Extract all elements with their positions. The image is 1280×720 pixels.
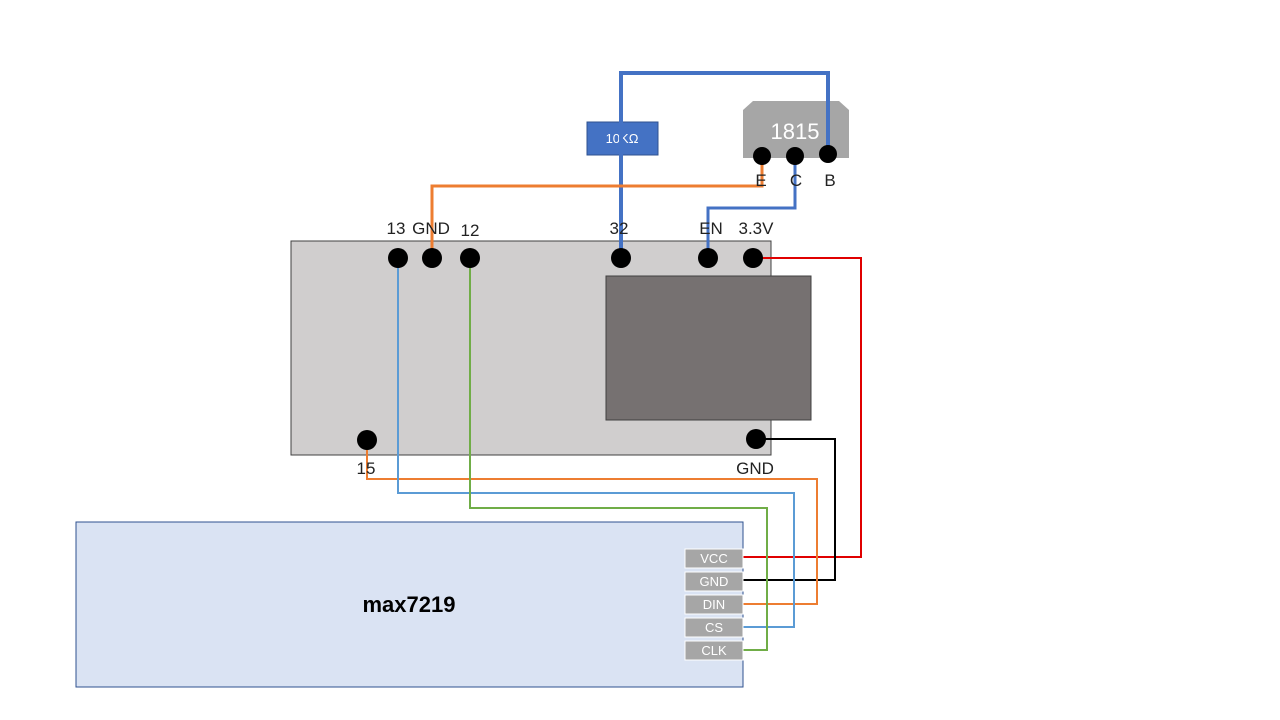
transistor-pin-e xyxy=(753,147,771,165)
header-pin-din xyxy=(684,594,744,615)
board-pin-32 xyxy=(611,248,631,268)
max7219-label: max7219 xyxy=(363,592,456,617)
wire-din xyxy=(366,440,818,605)
header-pin-vcc xyxy=(684,548,744,569)
board-pin-gnd-top xyxy=(422,248,442,268)
transistor-label: 1815 xyxy=(771,119,820,144)
board-pin-gnd-bottom xyxy=(746,429,766,449)
board-pin-label-12: 12 xyxy=(461,221,480,240)
wire-gnd xyxy=(743,438,836,581)
header-pin-label-cs: CS xyxy=(705,620,723,635)
board-pin-label-13: 13 xyxy=(387,219,406,238)
header-pin-label-gnd: GND xyxy=(700,574,729,589)
board-pin-label-en: EN xyxy=(699,219,723,238)
wire-en-collector xyxy=(706,157,797,258)
transistor-pin-b xyxy=(819,145,837,163)
board-pin-label-3v3: 3.3V xyxy=(739,219,775,238)
transistor-pin-label-b: B xyxy=(824,171,835,190)
transistor-pin-c xyxy=(786,147,804,165)
wire-clk xyxy=(469,258,768,651)
header-pin-clk xyxy=(684,640,744,661)
board-pin-12 xyxy=(460,248,480,268)
wire-gnd-emitter xyxy=(430,157,764,258)
board-pin-3v3 xyxy=(743,248,763,268)
board-pin-label-32: 32 xyxy=(610,219,629,238)
board-pin-label-gnd-top: GND xyxy=(412,219,450,238)
header-pin-label-vcc: VCC xyxy=(700,551,727,566)
transistor-body xyxy=(743,101,849,158)
header-pin-gnd xyxy=(684,571,744,592)
wire-vcc xyxy=(743,257,862,558)
board-pin-15 xyxy=(357,430,377,450)
wire-base-resistor xyxy=(619,71,830,258)
header-pin-label-clk: CLK xyxy=(701,643,727,658)
esp32-module xyxy=(605,275,812,421)
header-pin-label-din: DIN xyxy=(703,597,725,612)
header-pin-cs xyxy=(684,617,744,638)
transistor-pin-label-e: E xyxy=(755,171,766,190)
max7219-module xyxy=(75,521,744,688)
board-pin-13 xyxy=(388,248,408,268)
transistor-pin-label-c: C xyxy=(790,171,802,190)
board-pin-label-15: 15 xyxy=(357,459,376,478)
wire-cs xyxy=(397,258,795,628)
board-pin-label-gnd-bottom: GND xyxy=(736,459,774,478)
board-pin-en xyxy=(698,248,718,268)
